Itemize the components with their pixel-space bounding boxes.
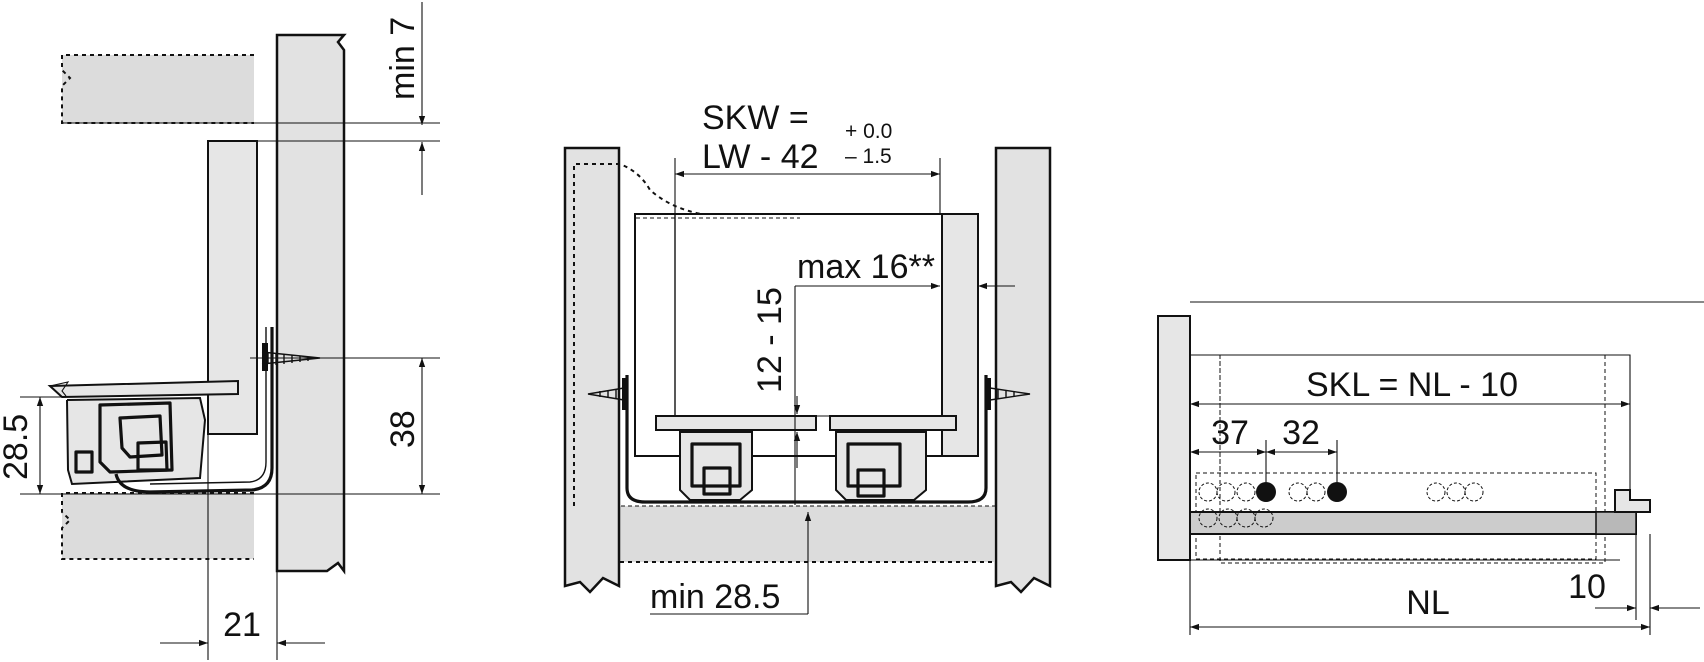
mounting-holes: [1198, 482, 1484, 528]
dim-21-label: 21: [223, 606, 261, 644]
dim-38-label: 38: [384, 410, 422, 448]
front-section-view: SKW = LW - 42 + 0.0 – 1.5 max 16** 12 - …: [563, 99, 1052, 616]
dim-32-label: 32: [1282, 414, 1320, 452]
skw-formula-line2: LW - 42: [702, 138, 819, 176]
tolerance-plus: + 0.0: [845, 120, 892, 143]
dim-max16-label: max 16**: [797, 248, 935, 286]
side-section-view: min 7 38 28.5 21: [0, 2, 440, 660]
fixing-point-1: [1256, 482, 1276, 502]
skl-formula: SKL = NL - 10: [1306, 366, 1518, 404]
dim-min7-label: min 7: [384, 17, 422, 100]
dim-min28-5-label: min 28.5: [650, 578, 780, 616]
fixing-point-2: [1327, 482, 1347, 502]
top-plan-view: SKL = NL - 10 37 32 NL 10: [1157, 301, 1704, 635]
dim-12-15-label: 12 - 15: [751, 287, 789, 393]
dim-37-label: 37: [1211, 414, 1249, 452]
dim-nl-label: NL: [1406, 584, 1449, 622]
tolerance-minus: – 1.5: [845, 145, 892, 168]
skw-formula-line1: SKW =: [702, 99, 809, 137]
dim-28-5-label: 28.5: [0, 414, 35, 480]
dim-10-label: 10: [1568, 568, 1606, 606]
